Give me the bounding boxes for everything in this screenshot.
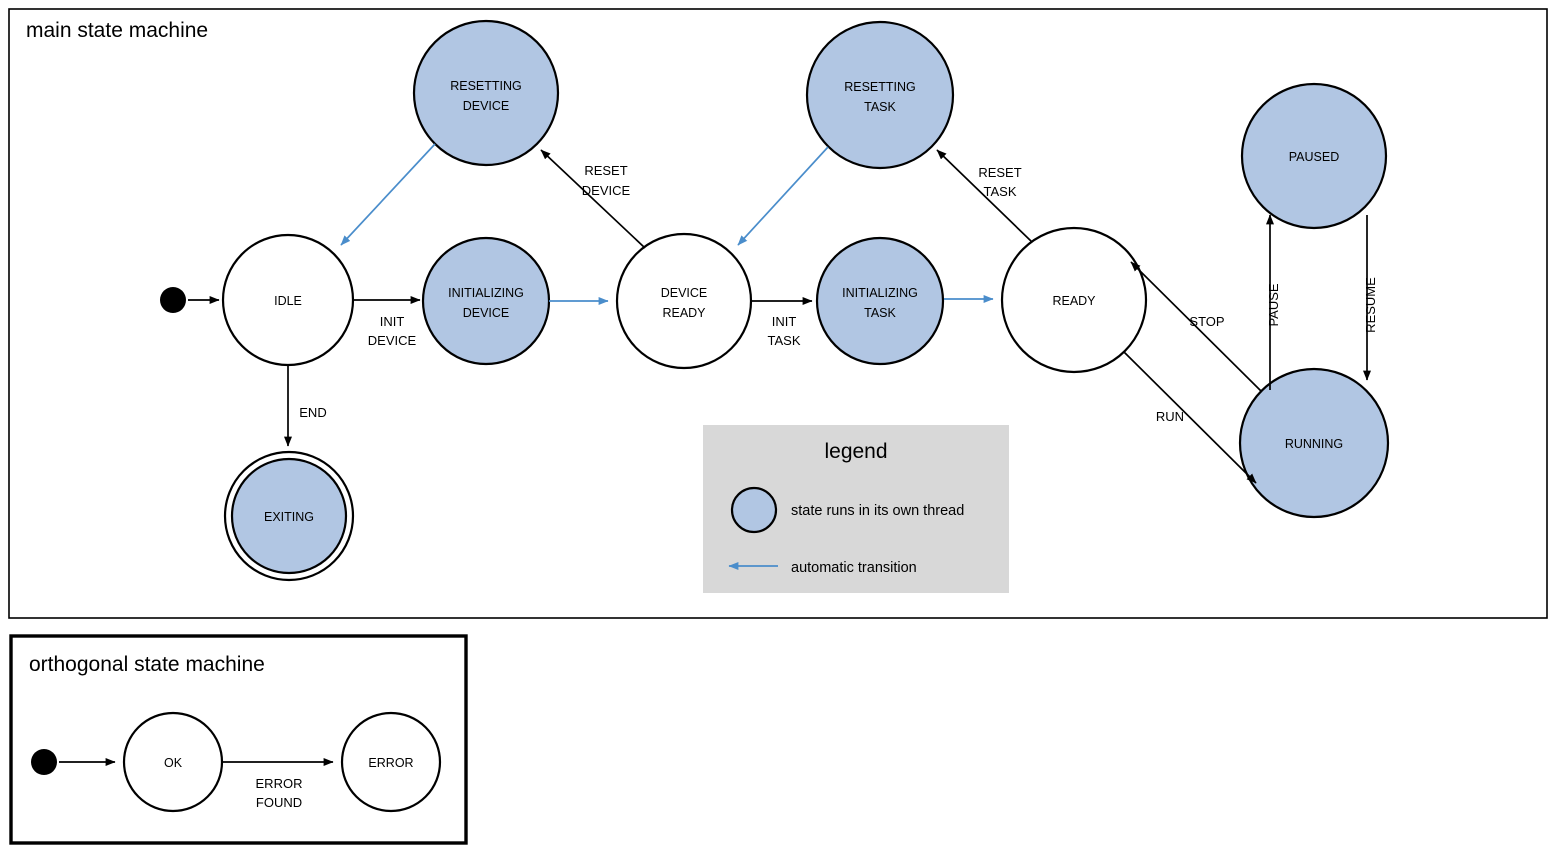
state-device-ready[interactable] xyxy=(615,232,753,370)
state-error-label: ERROR xyxy=(368,756,413,770)
transition-reset-task-label-2: TASK xyxy=(984,184,1017,199)
edge-running-to-ready-stop xyxy=(1130,261,1263,393)
state-resetting-device-label-1: RESETTING xyxy=(450,79,522,93)
transition-init-task-label-2: TASK xyxy=(768,333,801,348)
state-exiting-outer-ring xyxy=(223,450,355,582)
state-ok-label: OK xyxy=(164,756,183,770)
state-resetting-device-label-2: DEVICE xyxy=(463,99,510,113)
state-ready-label: READY xyxy=(1052,294,1096,308)
state-paused[interactable] xyxy=(1240,82,1388,230)
transition-end-label: END xyxy=(299,405,326,420)
transition-reset-task-label-1: RESET xyxy=(978,165,1021,180)
state-running[interactable] xyxy=(1238,367,1390,519)
state-running-label: RUNNING xyxy=(1285,437,1343,451)
state-resetting-device[interactable] xyxy=(412,19,560,167)
transition-run-label: RUN xyxy=(1156,409,1184,424)
state-initializing-device-label-2: DEVICE xyxy=(463,306,510,320)
state-initializing-task[interactable] xyxy=(815,236,945,366)
state-exiting-label: EXITING xyxy=(264,510,314,524)
state-resetting-task-label-2: TASK xyxy=(864,100,896,114)
state-ready[interactable] xyxy=(1000,226,1148,374)
state-initializing-device-label-1: INITIALIZING xyxy=(448,286,524,300)
state-paused-label: PAUSED xyxy=(1289,150,1339,164)
edge-device-ready-to-resetting-device xyxy=(540,149,646,249)
transition-reset-device-label-1: RESET xyxy=(584,163,627,178)
transition-stop-label: STOP xyxy=(1189,314,1224,329)
initial-state-dot xyxy=(160,287,186,313)
state-resetting-task-label-1: RESETTING xyxy=(844,80,916,94)
state-initializing-task-label-1: INITIALIZING xyxy=(842,286,918,300)
transition-init-device-label-1: INIT xyxy=(380,314,405,329)
legend-title: legend xyxy=(824,440,887,463)
edge-ready-to-resetting-task xyxy=(936,149,1033,243)
main-panel-border xyxy=(8,8,1548,619)
state-initializing-task-label-2: TASK xyxy=(864,306,896,320)
state-idle-label: IDLE xyxy=(274,294,302,308)
transition-error-found-label-1: ERROR xyxy=(256,776,303,791)
transition-pause-label: PAUSE xyxy=(1266,283,1281,326)
edge-ready-to-running-run xyxy=(1123,351,1257,484)
edge-resetting-task-to-device-ready xyxy=(737,146,829,246)
main-panel-title: main state machine xyxy=(26,19,208,42)
orthogonal-panel-title: orthogonal state machine xyxy=(29,653,265,676)
orthogonal-panel-border xyxy=(9,634,468,845)
legend-item-automatic-label: automatic transition xyxy=(791,560,917,576)
state-initializing-device[interactable] xyxy=(421,236,551,366)
transition-reset-device-label-2: DEVICE xyxy=(582,183,631,198)
edge-resetting-device-to-idle xyxy=(340,143,436,246)
transition-init-device-label-2: DEVICE xyxy=(368,333,417,348)
legend-item-thread-label: state runs in its own thread xyxy=(791,503,964,519)
transition-resume-label: RESUME xyxy=(1363,277,1378,333)
transition-init-task-label-1: INIT xyxy=(772,314,797,329)
state-device-ready-label-2: READY xyxy=(662,306,706,320)
state-device-ready-label-1: DEVICE xyxy=(661,286,708,300)
state-resetting-task[interactable] xyxy=(805,20,955,170)
legend-thread-circle-swatch xyxy=(730,486,778,534)
state-error[interactable] xyxy=(340,711,442,813)
orthogonal-initial-state-dot xyxy=(31,749,57,775)
state-exiting[interactable] xyxy=(230,457,348,575)
transition-error-found-label-2: FOUND xyxy=(256,795,302,810)
